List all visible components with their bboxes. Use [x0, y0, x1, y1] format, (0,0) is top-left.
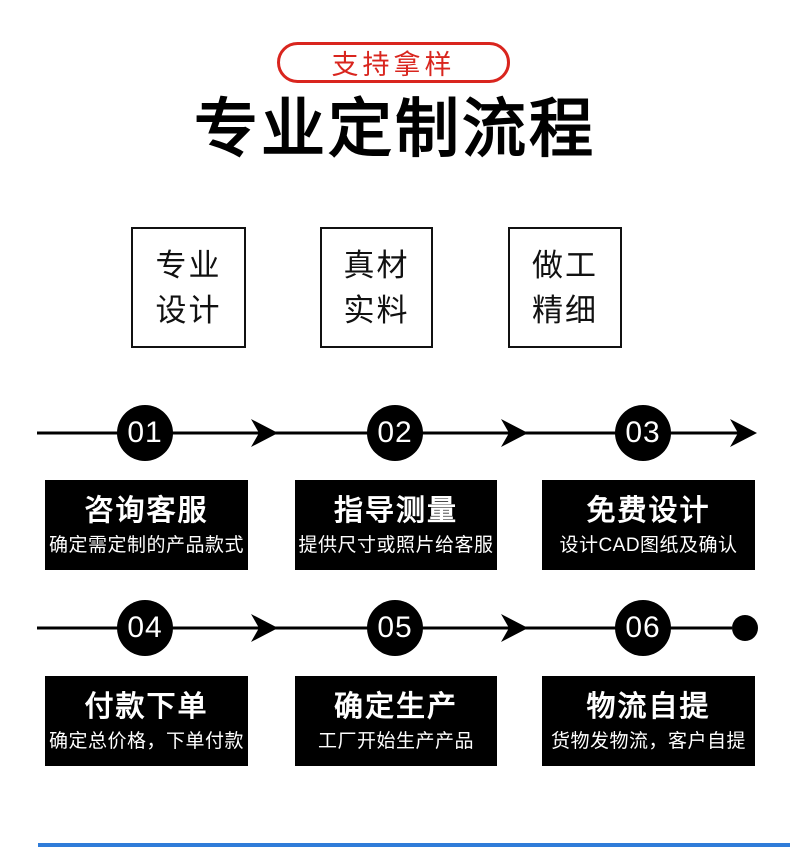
step-box-title: 指导测量 — [333, 494, 458, 527]
step-circle-05: 05 — [367, 600, 423, 656]
arrowhead-icon — [501, 419, 528, 447]
feature-box-design: 专业 设计 — [131, 227, 246, 348]
step-box-title: 付款下单 — [84, 690, 209, 723]
step-circle-06: 06 — [615, 600, 671, 656]
step-box-desc: 工厂开始生产产品 — [317, 730, 474, 752]
step-box-consult: 咨询客服 确定需定制的产品款式 — [45, 480, 248, 570]
arrowhead-icon — [251, 614, 278, 642]
step-boxes-row2: 付款下单 确定总价格，下单付款 确定生产 工厂开始生产产品 物流自提 货物发物流… — [0, 676, 790, 768]
step-box-title: 免费设计 — [586, 494, 711, 527]
step-box-desc: 提供尺寸或照片给客服 — [298, 534, 494, 556]
step-box-desc: 确定需定制的产品款式 — [48, 534, 244, 556]
step-box-measure: 指导测量 提供尺寸或照片给客服 — [295, 480, 497, 570]
feature-line: 真材 — [343, 247, 410, 283]
step-box-desc: 确定总价格，下单付款 — [48, 730, 244, 752]
page-title: 专业定制流程 — [194, 93, 596, 165]
step-box-title: 物流自提 — [586, 690, 711, 723]
end-dot-icon — [732, 615, 758, 641]
feature-line: 专业 — [155, 247, 222, 283]
step-circle-03: 03 — [615, 405, 671, 461]
feature-line: 做工 — [532, 247, 598, 283]
step-box-title: 咨询客服 — [84, 494, 209, 527]
step-boxes-row1: 咨询客服 确定需定制的产品款式 指导测量 提供尺寸或照片给客服 免费设计 设计C… — [0, 480, 790, 572]
step-box-logistics: 物流自提 货物发物流，客户自提 — [542, 676, 755, 766]
sample-support-badge: 支持拿样 — [277, 42, 510, 83]
step-box-free-design: 免费设计 设计CAD图纸及确认 — [542, 480, 755, 570]
arrowhead-icon — [730, 419, 757, 447]
process-timeline-row1: 01 02 03 — [0, 405, 790, 465]
feature-line: 精细 — [532, 292, 598, 328]
step-box-payment: 付款下单 确定总价格，下单付款 — [45, 676, 248, 766]
feature-box-materials: 真材 实料 — [320, 227, 433, 348]
step-circle-04: 04 — [117, 600, 173, 656]
bottom-blue-bar — [38, 843, 790, 847]
arrowhead-icon — [251, 419, 278, 447]
step-circle-01: 01 — [117, 405, 173, 461]
feature-line: 实料 — [343, 292, 410, 328]
step-circle-02: 02 — [367, 405, 423, 461]
feature-line: 设计 — [155, 292, 222, 328]
process-timeline-row2: 04 05 06 — [0, 600, 790, 660]
step-box-desc: 货物发物流，客户自提 — [550, 730, 746, 752]
step-box-desc: 设计CAD图纸及确认 — [559, 534, 738, 556]
step-box-title: 确定生产 — [333, 690, 458, 723]
step-box-production: 确定生产 工厂开始生产产品 — [295, 676, 497, 766]
arrowhead-icon — [501, 614, 528, 642]
feature-box-workmanship: 做工 精细 — [508, 227, 622, 348]
sample-support-badge-label: 支持拿样 — [331, 50, 456, 80]
